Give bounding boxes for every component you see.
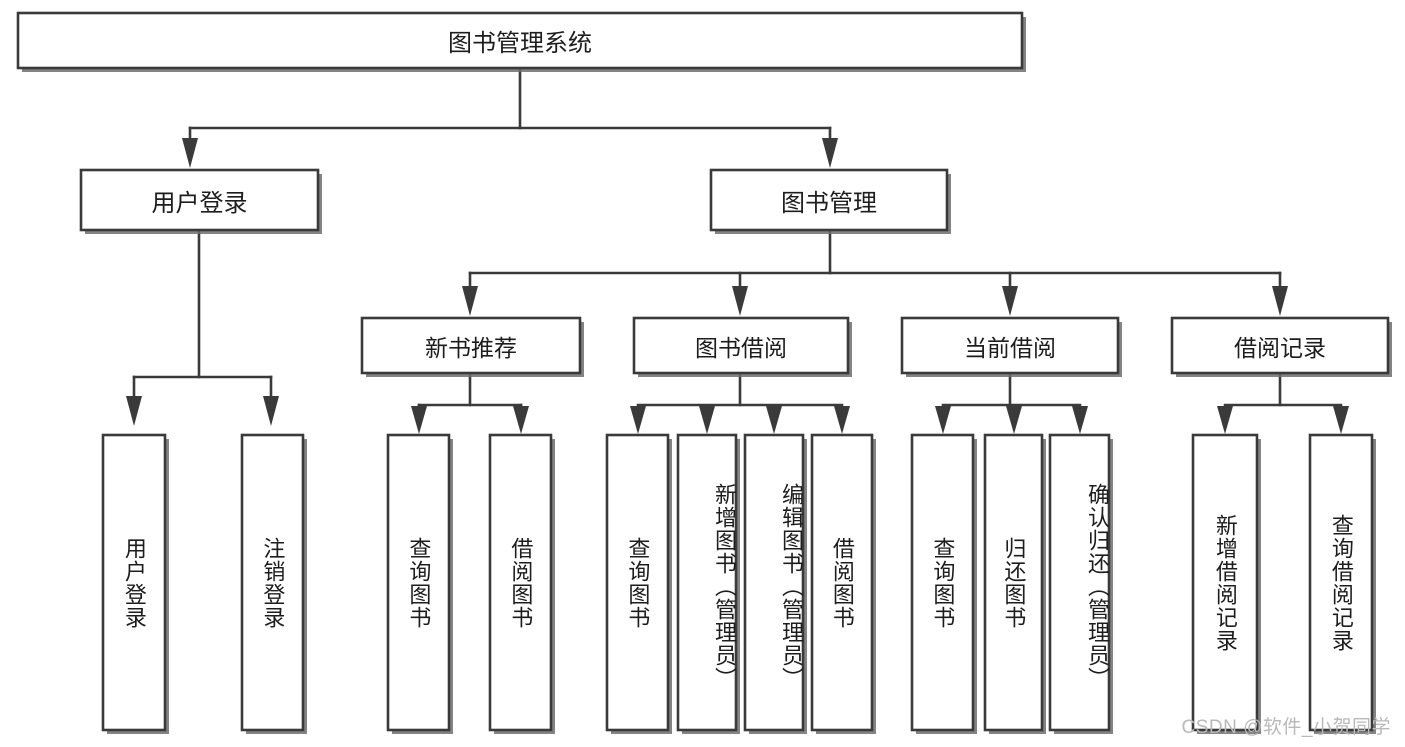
- connector-group-user-login: [126, 230, 279, 426]
- node-leaf-add-record[interactable]: [1191, 433, 1259, 732]
- node-leaf-confirm-return[interactable]: [1048, 433, 1111, 732]
- arrow-head-icon: [1072, 406, 1088, 434]
- connector-group-borrow-record: [1217, 373, 1349, 434]
- node-leaf-query-record[interactable]: [1308, 433, 1374, 732]
- watermark-text: CSDN @软件_小贺同学: [1181, 717, 1391, 738]
- node-leaf-edit-book[interactable]: [743, 433, 805, 732]
- arrow-head-icon: [699, 406, 715, 434]
- arrow-head-icon: [834, 406, 850, 434]
- node-leaf-user-login[interactable]: [101, 433, 167, 732]
- node-user-login[interactable]: [79, 168, 320, 232]
- arrow-head-icon: [1217, 406, 1233, 434]
- node-leaf-query-book-1[interactable]: [386, 433, 451, 732]
- node-new-book-recommend[interactable]: [360, 316, 582, 375]
- arrow-head-icon: [935, 406, 951, 434]
- node-root[interactable]: [16, 11, 1024, 70]
- arrow-head-icon: [1006, 406, 1022, 434]
- node-book-manage[interactable]: [709, 168, 949, 232]
- arrow-head-icon: [1002, 286, 1018, 316]
- node-leaf-add-book[interactable]: [676, 433, 738, 732]
- node-leaf-user-logout[interactable]: [240, 433, 305, 732]
- arrow-head-icon: [182, 138, 198, 168]
- node-current-borrow[interactable]: [900, 316, 1120, 375]
- arrow-head-icon: [1333, 406, 1349, 434]
- connector-group-book-manage: [462, 230, 1288, 316]
- arrow-head-icon: [263, 396, 279, 426]
- node-book-borrow[interactable]: [632, 316, 850, 375]
- connector-group-root: [182, 66, 838, 168]
- arrow-head-icon: [822, 138, 838, 168]
- node-leaf-query-book-3[interactable]: [910, 433, 975, 732]
- connector-group-current-borrow: [935, 373, 1088, 434]
- arrow-head-icon: [1272, 286, 1288, 316]
- arrow-head-icon: [630, 406, 646, 434]
- connector-group-book-borrow: [630, 373, 850, 434]
- arrow-head-icon: [766, 406, 782, 434]
- node-borrow-record[interactable]: [1170, 316, 1390, 375]
- node-leaf-query-book-2[interactable]: [605, 433, 670, 732]
- node-leaf-borrow-book-2[interactable]: [810, 433, 874, 732]
- arrow-head-icon: [513, 406, 529, 434]
- node-leaf-return-book[interactable]: [983, 433, 1044, 732]
- arrow-head-icon: [411, 406, 427, 434]
- connector-group-new-book: [411, 373, 529, 434]
- arrow-head-icon: [126, 396, 142, 426]
- node-leaf-borrow-book-1[interactable]: [488, 433, 553, 732]
- arrow-head-icon: [732, 286, 748, 316]
- arrow-head-icon: [462, 286, 478, 316]
